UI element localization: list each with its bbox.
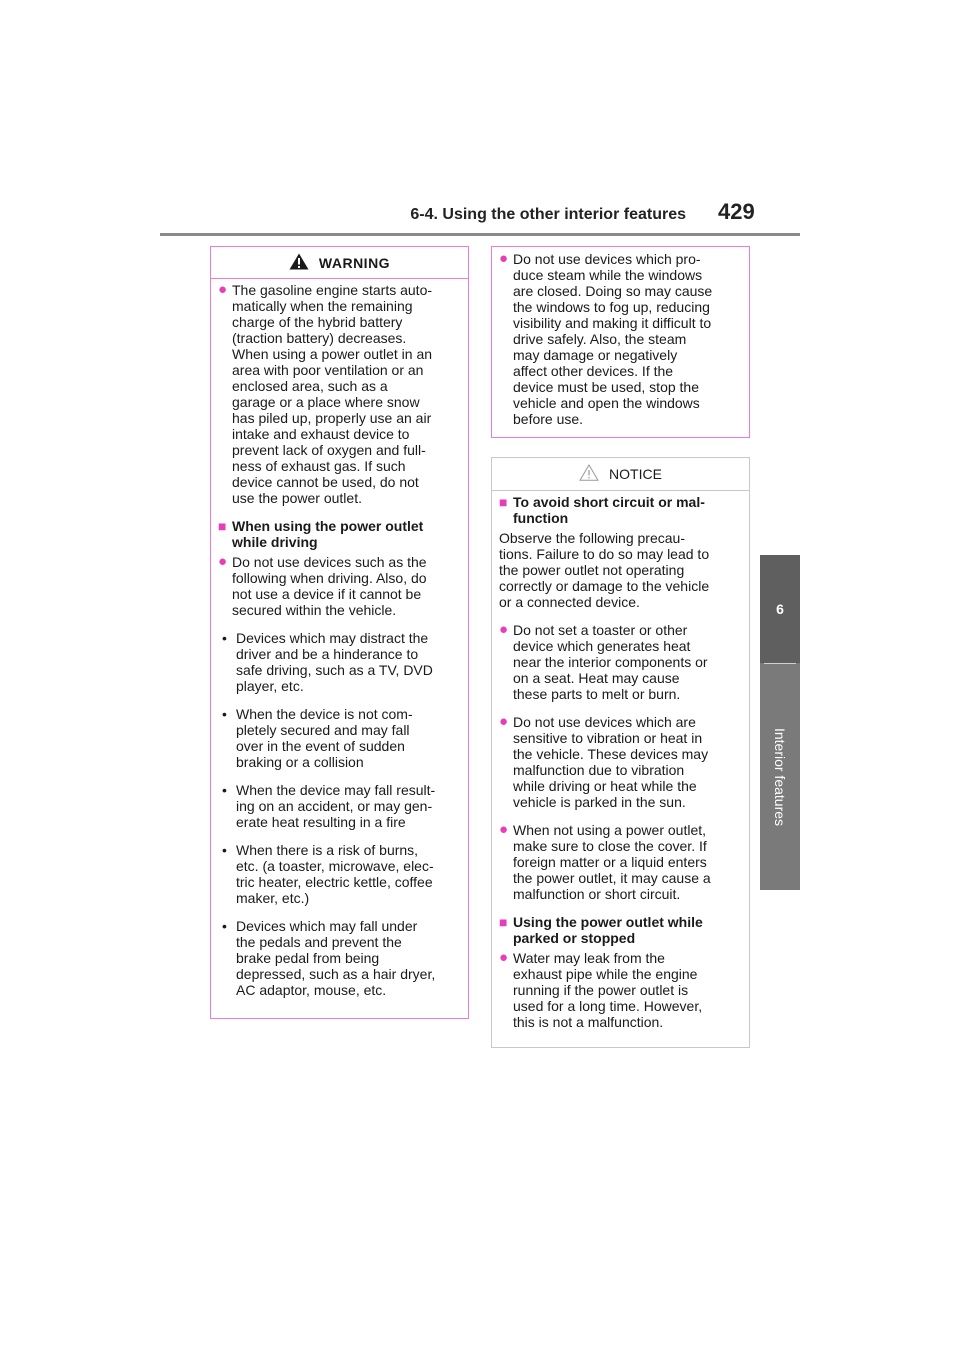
circle-bullet-icon: ● [499,713,509,730]
dash-text: When the device may fall result-ing on a… [236,782,436,830]
page-number: 429 [718,199,755,224]
header-rule [160,233,800,236]
chapter-title: Interior features [772,727,788,827]
dot-bullet-icon: • [222,630,227,646]
warning-header: WARNING [211,247,468,279]
warning-triangle-filled-icon [289,253,309,273]
paragraph: Observe the following precau-tions. Fail… [499,530,710,610]
dash-item: • When the device may fall result-ing on… [218,782,460,830]
notice-title: NOTICE [609,466,662,482]
circle-bullet-icon: ● [218,281,228,298]
list-item: ● Do not use devices which pro-duce stea… [499,250,741,428]
circle-bullet-icon: ● [499,821,509,838]
warning-body: ● The gasoline engine starts auto-matica… [211,279,468,999]
chapter-number-badge: 6 [760,555,800,663]
warning-title: WARNING [318,254,391,271]
dot-bullet-icon: • [222,918,227,934]
circle-bullet-icon: ● [499,250,509,267]
tab-divider [764,663,796,664]
warning-box: WARNING ● The gasoline engine starts aut… [210,246,469,1019]
bullet-text: The gasoline engine starts auto-maticall… [232,282,433,506]
warning-triangle-outline-icon [579,464,599,484]
dash-item: • When there is a risk of burns,etc. (a … [218,842,460,906]
chapter-title-wrap: Interior features [760,668,800,886]
section-title: 6-4. Using the other interior features [410,206,686,223]
list-item: ● When not using a power outlet,make sur… [499,821,741,903]
circle-bullet-icon: ● [499,949,509,966]
circle-bullet-icon: ● [218,553,228,570]
dash-text: When the device is not com-pletely secur… [236,706,413,770]
square-bullet-icon: ■ [499,914,508,930]
notice-box: NOTICE ■ To avoid short circuit or mal-f… [491,457,750,1048]
warning-continuation-box: ● Do not use devices which pro-duce stea… [491,246,750,438]
subheading: ■ To avoid short circuit or mal-function [499,494,741,526]
dot-bullet-icon: • [222,706,227,722]
square-bullet-icon: ■ [218,518,227,534]
notice-body: ■ To avoid short circuit or mal-function… [492,491,749,1030]
dot-bullet-icon: • [222,842,227,858]
bullet-text: When not using a power outlet,make sure … [513,822,711,902]
square-bullet-icon: ■ [499,494,508,510]
subheading-text: To avoid short circuit or mal-function [513,494,705,526]
circle-bullet-icon: ● [499,621,509,638]
warning-continuation-body: ● Do not use devices which pro-duce stea… [492,247,749,428]
dash-item: • When the device is not com-pletely sec… [218,706,460,770]
dot-bullet-icon: • [222,782,227,798]
dash-text: When there is a risk of burns,etc. (a to… [236,842,434,906]
bullet-text: Do not use devices which pro-duce steam … [513,251,713,427]
notice-header: NOTICE [492,458,749,491]
list-item: ● The gasoline engine starts auto-matica… [218,281,460,507]
